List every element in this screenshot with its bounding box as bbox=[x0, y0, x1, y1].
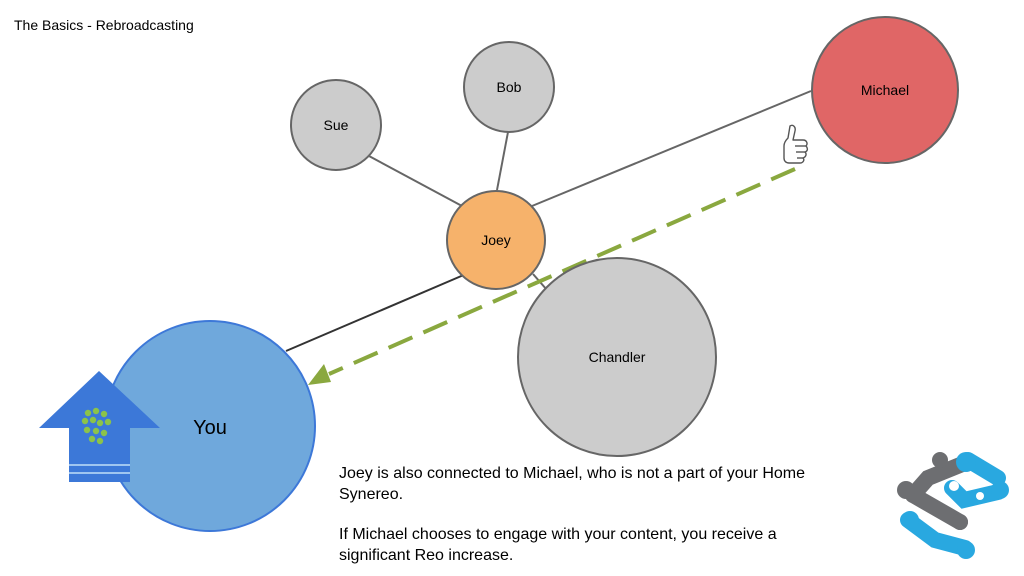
node-chandler-label: Chandler bbox=[589, 349, 646, 365]
edge-you-joey bbox=[285, 273, 467, 352]
broadcast-up-arrow-icon bbox=[39, 371, 160, 482]
caption-paragraph-1: Joey is also connected to Michael, who i… bbox=[339, 465, 806, 503]
edge-sue-joey bbox=[368, 155, 463, 207]
node-joey[interactable] bbox=[446, 190, 546, 290]
node-bob[interactable] bbox=[463, 41, 555, 133]
node-sue-label: Sue bbox=[324, 117, 349, 133]
synereo-logo-icon bbox=[897, 452, 1009, 559]
node-sue[interactable] bbox=[290, 79, 382, 171]
node-michael[interactable] bbox=[811, 16, 959, 164]
caption-paragraph-2: If Michael chooses to engage with your c… bbox=[339, 526, 777, 564]
slide-title: The Basics - Rebroadcasting bbox=[14, 17, 194, 33]
edge-joey-michael bbox=[531, 90, 812, 207]
rebroadcast-arrowhead bbox=[308, 364, 331, 385]
node-you-label: You bbox=[193, 417, 227, 439]
node-bob-label: Bob bbox=[497, 79, 522, 95]
node-chandler[interactable] bbox=[517, 257, 717, 457]
edge-bob-joey bbox=[496, 131, 509, 191]
node-michael-label: Michael bbox=[861, 82, 909, 98]
rebroadcast-arrow-line bbox=[328, 167, 796, 376]
node-joey-label: Joey bbox=[481, 232, 511, 248]
thumbs-up-icon bbox=[783, 124, 809, 164]
